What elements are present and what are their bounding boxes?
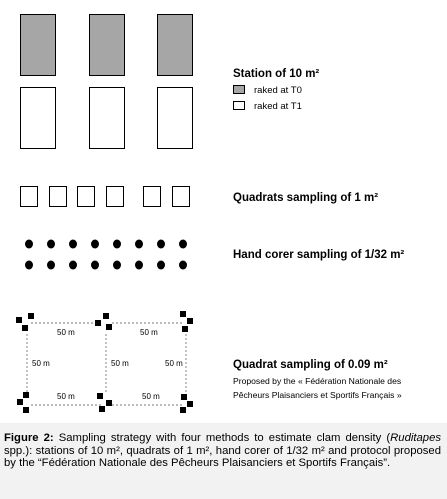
grid-distance-labels: 50 m 50 m 50 m 50 m 50 m 50 m 50 m bbox=[31, 328, 183, 401]
core-dot bbox=[113, 239, 121, 249]
small-quadrat bbox=[99, 406, 105, 412]
legend-label-t1: raked at T1 bbox=[254, 101, 302, 112]
station-t0-rect bbox=[157, 14, 193, 76]
distance-label-top-right: 50 m bbox=[140, 328, 158, 337]
sampling-strategy-diagram: Station of 10 m² raked at T0 raked at T1… bbox=[16, 14, 404, 413]
station-t1-rect bbox=[20, 87, 56, 149]
distance-label-bg bbox=[110, 358, 127, 368]
quadrat-square bbox=[106, 186, 124, 207]
caption-background bbox=[0, 423, 447, 499]
core-dot bbox=[157, 239, 165, 249]
hand-corer-title: Hand corer sampling of 1/32 m² bbox=[233, 249, 404, 261]
small-quadrat bbox=[182, 326, 188, 332]
distance-label-bottom-left: 50 m bbox=[57, 392, 75, 401]
core-dot bbox=[47, 239, 55, 249]
small-quadrat bbox=[95, 320, 101, 326]
core-dot bbox=[47, 260, 55, 270]
legend-swatch-t1 bbox=[233, 101, 245, 110]
small-quadrat bbox=[97, 393, 103, 399]
caption-genus: Ruditapes bbox=[390, 432, 442, 444]
core-dot bbox=[25, 239, 33, 249]
grid-dashed-lines bbox=[26, 322, 187, 406]
quadrat-square bbox=[172, 186, 190, 207]
small-quadrat bbox=[16, 317, 22, 323]
proposed-by-line-2: Pêcheurs Plaisanciers et Sportifs França… bbox=[233, 390, 402, 400]
stations-t1 bbox=[20, 87, 193, 149]
core-dot bbox=[91, 239, 99, 249]
distance-label-bg bbox=[31, 358, 48, 368]
station-t1-rect bbox=[157, 87, 193, 149]
station-t1-rect bbox=[89, 87, 125, 149]
distance-label-bg bbox=[164, 358, 181, 368]
small-quadrat bbox=[181, 394, 187, 400]
quadrat-square bbox=[49, 186, 67, 207]
hand-corer-dots bbox=[25, 239, 187, 270]
grid-corner-quadrats bbox=[16, 311, 193, 413]
small-quadrat bbox=[187, 401, 193, 407]
core-dot bbox=[179, 260, 187, 270]
distance-label-left: 50 m bbox=[32, 359, 50, 368]
small-quadrat bbox=[106, 400, 112, 406]
core-dot bbox=[135, 239, 143, 249]
core-dot bbox=[25, 260, 33, 270]
small-quadrat bbox=[17, 399, 23, 405]
core-dot bbox=[179, 239, 187, 249]
core-dot bbox=[69, 239, 77, 249]
small-quadrat bbox=[180, 311, 186, 317]
small-quadrat bbox=[28, 313, 34, 319]
legend-swatch-t0 bbox=[233, 85, 245, 94]
small-quadrat bbox=[103, 313, 109, 319]
proposed-by-line-1: Proposed by the « Fédération Nationale d… bbox=[233, 376, 401, 386]
small-quadrat bbox=[106, 324, 112, 330]
quadrat-square bbox=[77, 186, 95, 207]
core-dot bbox=[135, 260, 143, 270]
stations-t0 bbox=[20, 14, 193, 76]
caption-text-2: spp.): stations of 10 m², quadrats of 1 … bbox=[4, 444, 441, 470]
legend-label-t0: raked at T0 bbox=[254, 85, 302, 96]
quadrats-title: Quadrats sampling of 1 m² bbox=[233, 192, 378, 204]
small-quadrat bbox=[23, 407, 29, 413]
core-dot bbox=[113, 260, 121, 270]
small-quadrat bbox=[187, 318, 193, 324]
quadrats-row bbox=[20, 186, 190, 207]
figure-caption: Figure 2: Sampling strategy with four me… bbox=[4, 432, 441, 470]
small-quadrat bbox=[180, 407, 186, 413]
quadrat-009-title: Quadrat sampling of 0.09 m² bbox=[233, 359, 388, 371]
core-dot bbox=[91, 260, 99, 270]
figure-label: Figure 2: bbox=[4, 432, 54, 444]
core-dot bbox=[69, 260, 77, 270]
quadrat-square bbox=[20, 186, 38, 207]
distance-label-middle: 50 m bbox=[111, 359, 129, 368]
core-dot bbox=[157, 260, 165, 270]
caption-text-1: Sampling strategy with four methods to e… bbox=[53, 432, 391, 444]
distance-label-right: 50 m bbox=[165, 359, 183, 368]
distance-label-bottom-right: 50 m bbox=[142, 392, 160, 401]
distance-label-top-left: 50 m bbox=[57, 328, 75, 337]
small-quadrat bbox=[23, 392, 29, 398]
station-title: Station of 10 m² bbox=[233, 68, 319, 80]
quadrat-square bbox=[143, 186, 161, 207]
small-quadrat bbox=[22, 325, 28, 331]
station-t0-rect bbox=[20, 14, 56, 76]
station-t0-rect bbox=[89, 14, 125, 76]
